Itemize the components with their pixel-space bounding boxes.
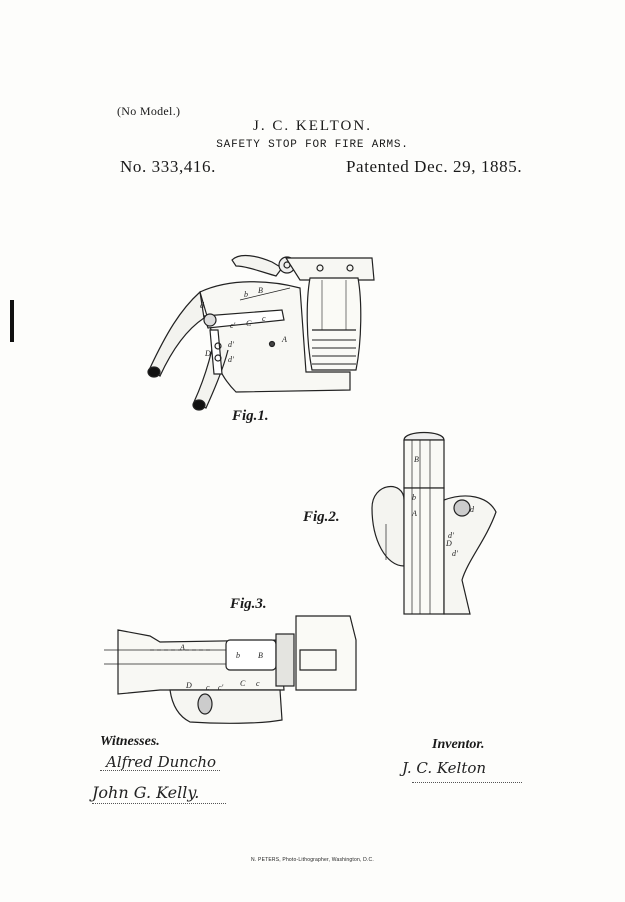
part-letter-d-prime: d'	[228, 355, 234, 364]
fig3-part-letters: A B b D c c' C c	[179, 643, 263, 692]
part-letter-d-prime: d'	[448, 531, 454, 540]
part-letter-B: B	[414, 455, 419, 464]
fig3-label: Fig.3.	[230, 596, 267, 612]
part-letter-c: c	[256, 679, 260, 688]
part-letter-d-prime: d'	[452, 549, 458, 558]
inventor-signature-line	[412, 782, 522, 783]
witness-signature-2: John G. Kelly.	[92, 783, 200, 802]
fig1-label: Fig.1.	[232, 408, 269, 424]
witness-signature-line	[100, 770, 220, 771]
patent-date: Patented Dec. 29, 1885.	[346, 157, 523, 176]
fig1-drawing	[147, 254, 375, 411]
witness-signature-line	[92, 803, 226, 804]
part-letter-c: c	[206, 683, 210, 692]
fig2-drawing	[371, 431, 497, 615]
part-letter-d-prime: d'	[228, 340, 234, 349]
part-letter-A: A	[281, 335, 287, 344]
part-letter-B: B	[258, 651, 263, 660]
part-letter-D: D	[185, 681, 192, 690]
printer-credit: N. PETERS, Photo-Lithographer, Washingto…	[251, 857, 374, 863]
invention-title: SAFETY STOP FOR FIRE ARMS.	[216, 139, 409, 151]
part-letter-b: b	[244, 290, 248, 299]
part-letter-A: A	[179, 643, 185, 652]
part-letter-c: c	[262, 314, 266, 323]
part-letter-C: C	[240, 679, 246, 688]
part-letter-b: b	[412, 493, 416, 502]
part-letter-b: b	[236, 651, 240, 660]
part-letter-d: d	[200, 301, 205, 310]
margin-mark	[10, 300, 14, 342]
part-letter-d: d	[470, 505, 475, 514]
inventor-signature: J. C. Kelton	[402, 759, 487, 777]
no-model-note: (No Model.)	[117, 104, 181, 118]
witnesses-label: Witnesses.	[100, 734, 160, 749]
part-letter-A: A	[411, 509, 417, 518]
part-letter-B: B	[258, 286, 263, 295]
part-letter-D: D	[445, 539, 452, 548]
part-letter-c-prime: c'	[218, 683, 224, 692]
witness-signature-1: Alfred Duncho	[106, 753, 217, 771]
part-letter-C: C	[246, 319, 252, 328]
fig1-part-letters: B b d C c c' A D d' d'	[200, 286, 287, 364]
inventor-label: Inventor.	[432, 737, 485, 752]
fig2-part-letters: B b A d d' D d'	[411, 455, 475, 558]
fig3-drawing	[104, 615, 357, 724]
inventor-name-heading: J. C. KELTON.	[253, 118, 372, 134]
fig2-label: Fig.2.	[303, 509, 340, 525]
patent-number: No. 333,416.	[120, 157, 216, 176]
part-letter-c-prime: c'	[230, 321, 236, 330]
part-letter-D: D	[204, 349, 211, 358]
